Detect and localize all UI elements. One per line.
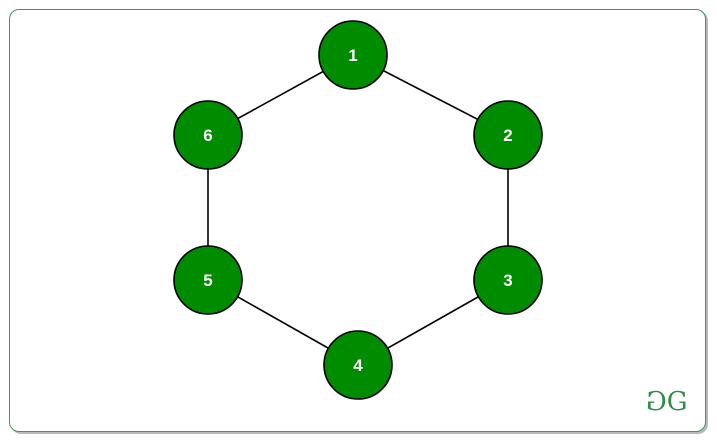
node-circle-3: [473, 245, 543, 315]
node-circle-4: [323, 330, 393, 400]
node-circle-5: [173, 245, 243, 315]
node-2: 2: [473, 100, 543, 170]
node-3: 3: [473, 245, 543, 315]
node-label-6: 6: [203, 126, 212, 145]
edges-group: [207, 54, 509, 366]
node-circle-2: [473, 100, 543, 170]
node-label-5: 5: [203, 271, 212, 290]
node-label-1: 1: [348, 46, 357, 65]
node-1: 1: [318, 20, 388, 90]
node-4: 4: [323, 330, 393, 400]
node-label-4: 4: [353, 356, 363, 375]
node-circle-1: [318, 20, 388, 90]
nodes-group: 1 2 3 4 5 6: [173, 20, 543, 400]
node-circle-6: [173, 100, 243, 170]
node-5: 5: [173, 245, 243, 315]
gfg-logo-left-g: G: [650, 387, 667, 417]
node-label-3: 3: [503, 271, 512, 290]
node-label-2: 2: [503, 126, 512, 145]
gfg-logo-right-g: G: [666, 387, 688, 417]
node-6: 6: [173, 100, 243, 170]
gfg-logo: GG: [650, 387, 688, 417]
